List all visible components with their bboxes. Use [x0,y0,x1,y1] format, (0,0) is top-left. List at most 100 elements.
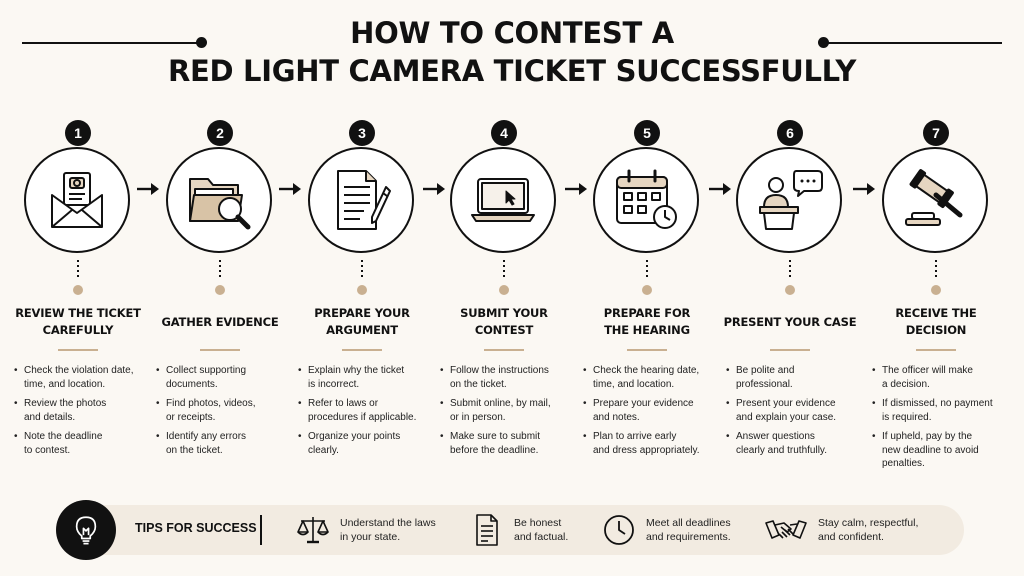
step-bullet: Note the deadline to contest. [12,430,148,457]
step-bullet-list: Check the violation date, time, and loca… [12,364,148,463]
arrow-right-icon [137,183,159,195]
title-line-2: RED LIGHT CAMERA TICKET SUCCESSFULLY [167,54,857,88]
tip-item: Stay calm, respectful, and confident. [764,513,918,547]
folder-magnifier-icon [189,178,251,230]
step-connector-end [785,285,795,295]
title-rule-left-dot [196,37,207,48]
step-connector-dots [219,260,221,278]
step-title: REVIEW THE TICKET CAREFULLY [15,306,141,337]
step-bullet: Present your evidence and explain your c… [724,397,860,424]
step-icon-circle [736,147,842,253]
tip-text: Be honest and factual. [514,517,569,543]
tips-heading: TIPS FOR SUCCESS [135,521,257,535]
document-icon [476,514,498,546]
tip-text: Stay calm, respectful, and confident. [818,517,919,543]
step-bullet: Submit online, by mail, or in person. [438,397,574,424]
lightbulb-icon [75,516,97,545]
step-bullet: If upheld, pay by the new deadline to av… [870,430,1006,471]
tips-badge [56,500,116,560]
step-number: 5 [634,120,660,146]
step-icon-circle [308,147,414,253]
step-icon-circle [24,147,130,253]
step-bullet: Organize your points clearly. [296,430,432,457]
step-divider [484,349,524,351]
handshake-icon [765,520,807,539]
step-bullet-list: Be polite and professional. Present your… [724,364,860,463]
tips-band [62,505,964,555]
step-bullet-list: Follow the instructions on the ticket. S… [438,364,574,463]
step-number: 7 [923,120,949,146]
title-rule-right-dot [818,37,829,48]
step-title: PREPARE FOR THE HEARING [603,306,691,337]
step-connector-dots [361,260,363,278]
step-bullet: Identify any errors on the ticket. [154,430,290,457]
step-bullet: Review the photos and details. [12,397,148,424]
calendar-clock-icon [616,169,677,229]
step-bullet: Find photos, videos, or receipts. [154,397,290,424]
step-divider [770,349,810,351]
step-bullet-list: Collect supporting documents. Find photo… [154,364,290,463]
step-bullet: Be polite and professional. [724,364,860,391]
step-connector-end [357,285,367,295]
step-icon-circle [166,147,272,253]
tip-item: Be honest and factual. [470,513,568,547]
tip-item: Meet all deadlines and requirements. [602,513,731,547]
title-line-1: HOW TO CONTEST A [350,16,674,50]
step-bullet: Check the hearing date, time, and locati… [581,364,717,391]
tips-divider [260,515,262,545]
arrow-right-icon [423,183,445,195]
step-bullet: Answer questions clearly and truthfully. [724,430,860,457]
step-bullet: Collect supporting documents. [154,364,290,391]
step-connector-end [499,285,509,295]
clock-icon [604,515,634,545]
document-pen-icon [337,170,391,230]
step-connector-dots [646,260,648,278]
step-bullet-list: Check the hearing date, time, and locati… [581,364,717,463]
step-number: 3 [349,120,375,146]
step-number: 1 [65,120,91,146]
step-bullet-list: The officer will make a decision. If dis… [870,364,1006,477]
step-divider [58,349,98,351]
step-title: GATHER EVIDENCE [161,314,279,329]
arrow-right-icon [709,183,731,195]
arrow-right-icon [853,183,875,195]
page-title: HOW TO CONTEST A RED LIGHT CAMERA TICKET… [0,14,1024,90]
title-rule-left [22,42,200,44]
step-bullet: Make sure to submit before the deadline. [438,430,574,457]
step-divider [342,349,382,351]
step-divider [627,349,667,351]
tip-text: Understand the laws in your state. [340,517,436,543]
step-title: PREPARE YOUR ARGUMENT [314,306,410,337]
step-bullet: Follow the instructions on the ticket. [438,364,574,391]
tip-text: Meet all deadlines and requirements. [646,517,731,543]
step-connector-dots [935,260,937,278]
step-connector-dots [503,260,505,278]
step-divider [200,349,240,351]
envelope-ticket-icon [51,172,103,228]
step-connector-end [931,285,941,295]
step-connector-end [215,285,225,295]
step-bullet: Plan to arrive early and dress appropria… [581,430,717,457]
step-bullet: If dismissed, no payment is required. [870,397,1006,424]
arrow-right-icon [565,183,587,195]
step-connector-dots [789,260,791,278]
step-bullet: The officer will make a decision. [870,364,1006,391]
step-connector-end [73,285,83,295]
step-bullet: Check the violation date, time, and loca… [12,364,148,391]
step-number: 4 [491,120,517,146]
arrow-right-icon [279,183,301,195]
step-title: PRESENT YOUR CASE [723,314,857,329]
step-bullet: Refer to laws or procedures if applicabl… [296,397,432,424]
step-title: SUBMIT YOUR CONTEST [460,306,548,337]
laptop-cursor-icon [471,178,535,222]
step-number: 2 [207,120,233,146]
scales-icon [297,517,329,544]
gavel-icon [905,169,963,226]
speaker-podium-icon [759,170,823,230]
step-bullet-list: Explain why the ticket is incorrect. Ref… [296,364,432,463]
step-title: RECEIVE THE DECISION [895,306,977,337]
step-icon-circle [450,147,556,253]
step-icon-circle [882,147,988,253]
step-bullet: Explain why the ticket is incorrect. [296,364,432,391]
step-connector-dots [77,260,79,278]
